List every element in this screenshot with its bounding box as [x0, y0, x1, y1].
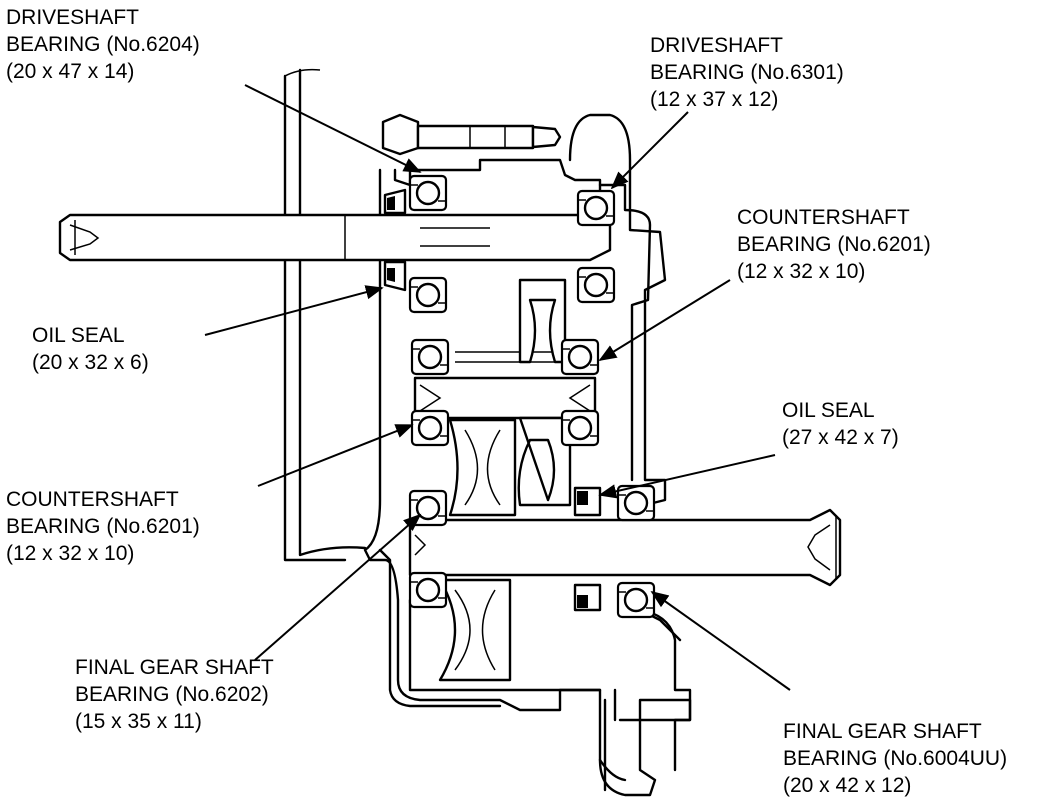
gears — [438, 278, 572, 682]
countershaft-bearing-right-lower — [560, 409, 600, 447]
drive-shaft — [58, 213, 612, 262]
engine-wall — [283, 68, 367, 562]
final-gear-bearing-6202-lower — [408, 571, 448, 609]
label-countershaft-bearing-left: COUNTERSHAFT BEARING (No.6201) (12 x 32 … — [6, 488, 200, 565]
oil-seals — [383, 188, 602, 612]
leader-lines — [204, 84, 791, 691]
countershaft-bearing-right-upper — [560, 338, 600, 376]
final-gear-bearing-6004-lower — [616, 581, 656, 619]
label-driveshaft-bearing-6204: DRIVESHAFT BEARING (No.6204) (20 x 47 x … — [6, 6, 200, 83]
countershaft — [413, 351, 597, 420]
label-final-gear-shaft-bearing-6004uu: FINAL GEAR SHAFT BEARING (No.6004UU) (20… — [783, 720, 1008, 797]
label-driveshaft-bearing-6301: DRIVESHAFT BEARING (No.6301) (12 x 37 x … — [650, 34, 844, 111]
label-oil-seal-right: OIL SEAL (27 x 42 x 7) — [782, 399, 899, 449]
housing-bolt — [381, 113, 562, 156]
label-oil-seal-left: OIL SEAL (20 x 32 x 6) — [32, 324, 149, 374]
label-countershaft-bearing-right: COUNTERSHAFT BEARING (No.6201) (12 x 32 … — [737, 206, 931, 283]
driveshaft-bearing-6301-upper — [576, 189, 616, 227]
final-gear-bearing-6004-upper — [616, 484, 656, 522]
gearbox-housing — [363, 113, 692, 797]
bearings — [408, 174, 656, 619]
countershaft-bearing-left-lower — [410, 409, 450, 447]
driveshaft-bearing-6301-lower — [576, 266, 616, 304]
final-gear-shaft — [408, 508, 842, 587]
label-final-gear-shaft-bearing-6202: FINAL GEAR SHAFT BEARING (No.6202) (15 x… — [75, 656, 274, 733]
driveshaft-bearing-6204-upper — [408, 174, 448, 212]
driveshaft-bearing-6204-lower — [408, 276, 448, 314]
countershaft-bearing-left-upper — [410, 338, 450, 376]
